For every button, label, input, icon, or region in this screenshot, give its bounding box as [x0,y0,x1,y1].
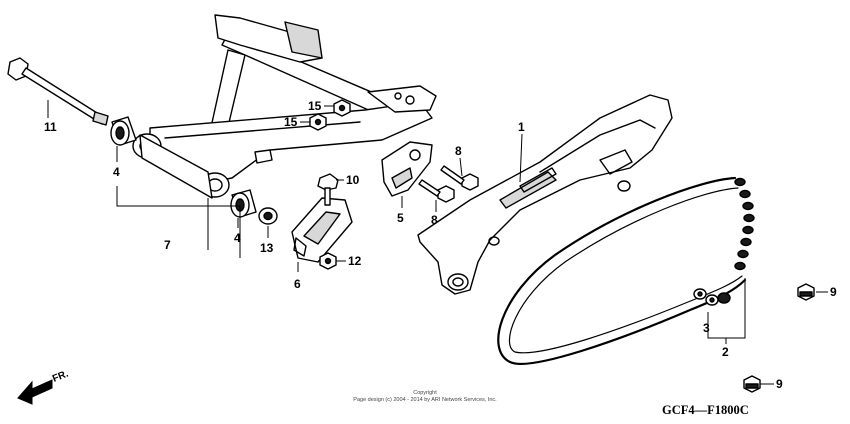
nut-12-part[interactable] [319,252,337,270]
bolt-9-upper-part[interactable] [797,283,815,301]
copyright-line-1: Copyright [413,390,437,396]
callout-12: 12 [348,254,362,268]
chain-case-bracket-part[interactable] [381,141,433,197]
callout-3: 3 [703,321,710,335]
callout-9-upper: 9 [830,285,837,299]
bolt-8-upper-part[interactable] [440,165,479,191]
callout-15-upper: 15 [308,99,322,113]
callout-15-lower: 15 [284,115,298,129]
leader-lines [47,100,828,385]
callout-9-lower: 9 [776,377,783,391]
bolt-9-lower-part[interactable] [743,375,761,393]
nut-15-lower-part[interactable] [309,113,327,131]
callout-11: 11 [44,120,57,134]
bolt-10-part[interactable] [317,173,339,206]
callout-6: 6 [294,277,301,291]
pivot-bolt-part[interactable] [7,57,109,126]
callout-10: 10 [346,173,360,187]
callout-8-upper: 8 [455,144,462,158]
chain-case-part[interactable] [417,94,673,295]
callout-7: 7 [164,238,171,252]
nut-15-upper-part[interactable] [333,99,351,117]
front-direction-label: FR. [51,368,70,384]
diagram-code: GCF4—F1800C [662,403,749,417]
callout-8-lower: 8 [431,213,438,227]
chain-slider-part[interactable] [291,197,353,263]
bushing-upper-part[interactable] [110,116,137,146]
callout-13: 13 [260,241,274,255]
callout-5: 5 [397,211,404,225]
master-link-part[interactable] [693,288,731,306]
drive-chain-part[interactable] [497,176,755,365]
collar-part[interactable] [258,207,278,225]
callout-4-lower: 4 [234,231,241,245]
bushing-lower-part[interactable] [230,189,257,218]
front-direction-arrow: FR. [17,368,70,405]
callout-1: 1 [518,120,525,134]
bolt-8-lower-part[interactable] [418,179,455,203]
copyright-line-2: Page design (c) 2004 - 2014 by ARI Netwo… [353,397,497,403]
callout-2: 2 [722,345,729,359]
swingarm-part[interactable] [132,14,437,199]
callout-4-upper: 4 [113,165,120,179]
